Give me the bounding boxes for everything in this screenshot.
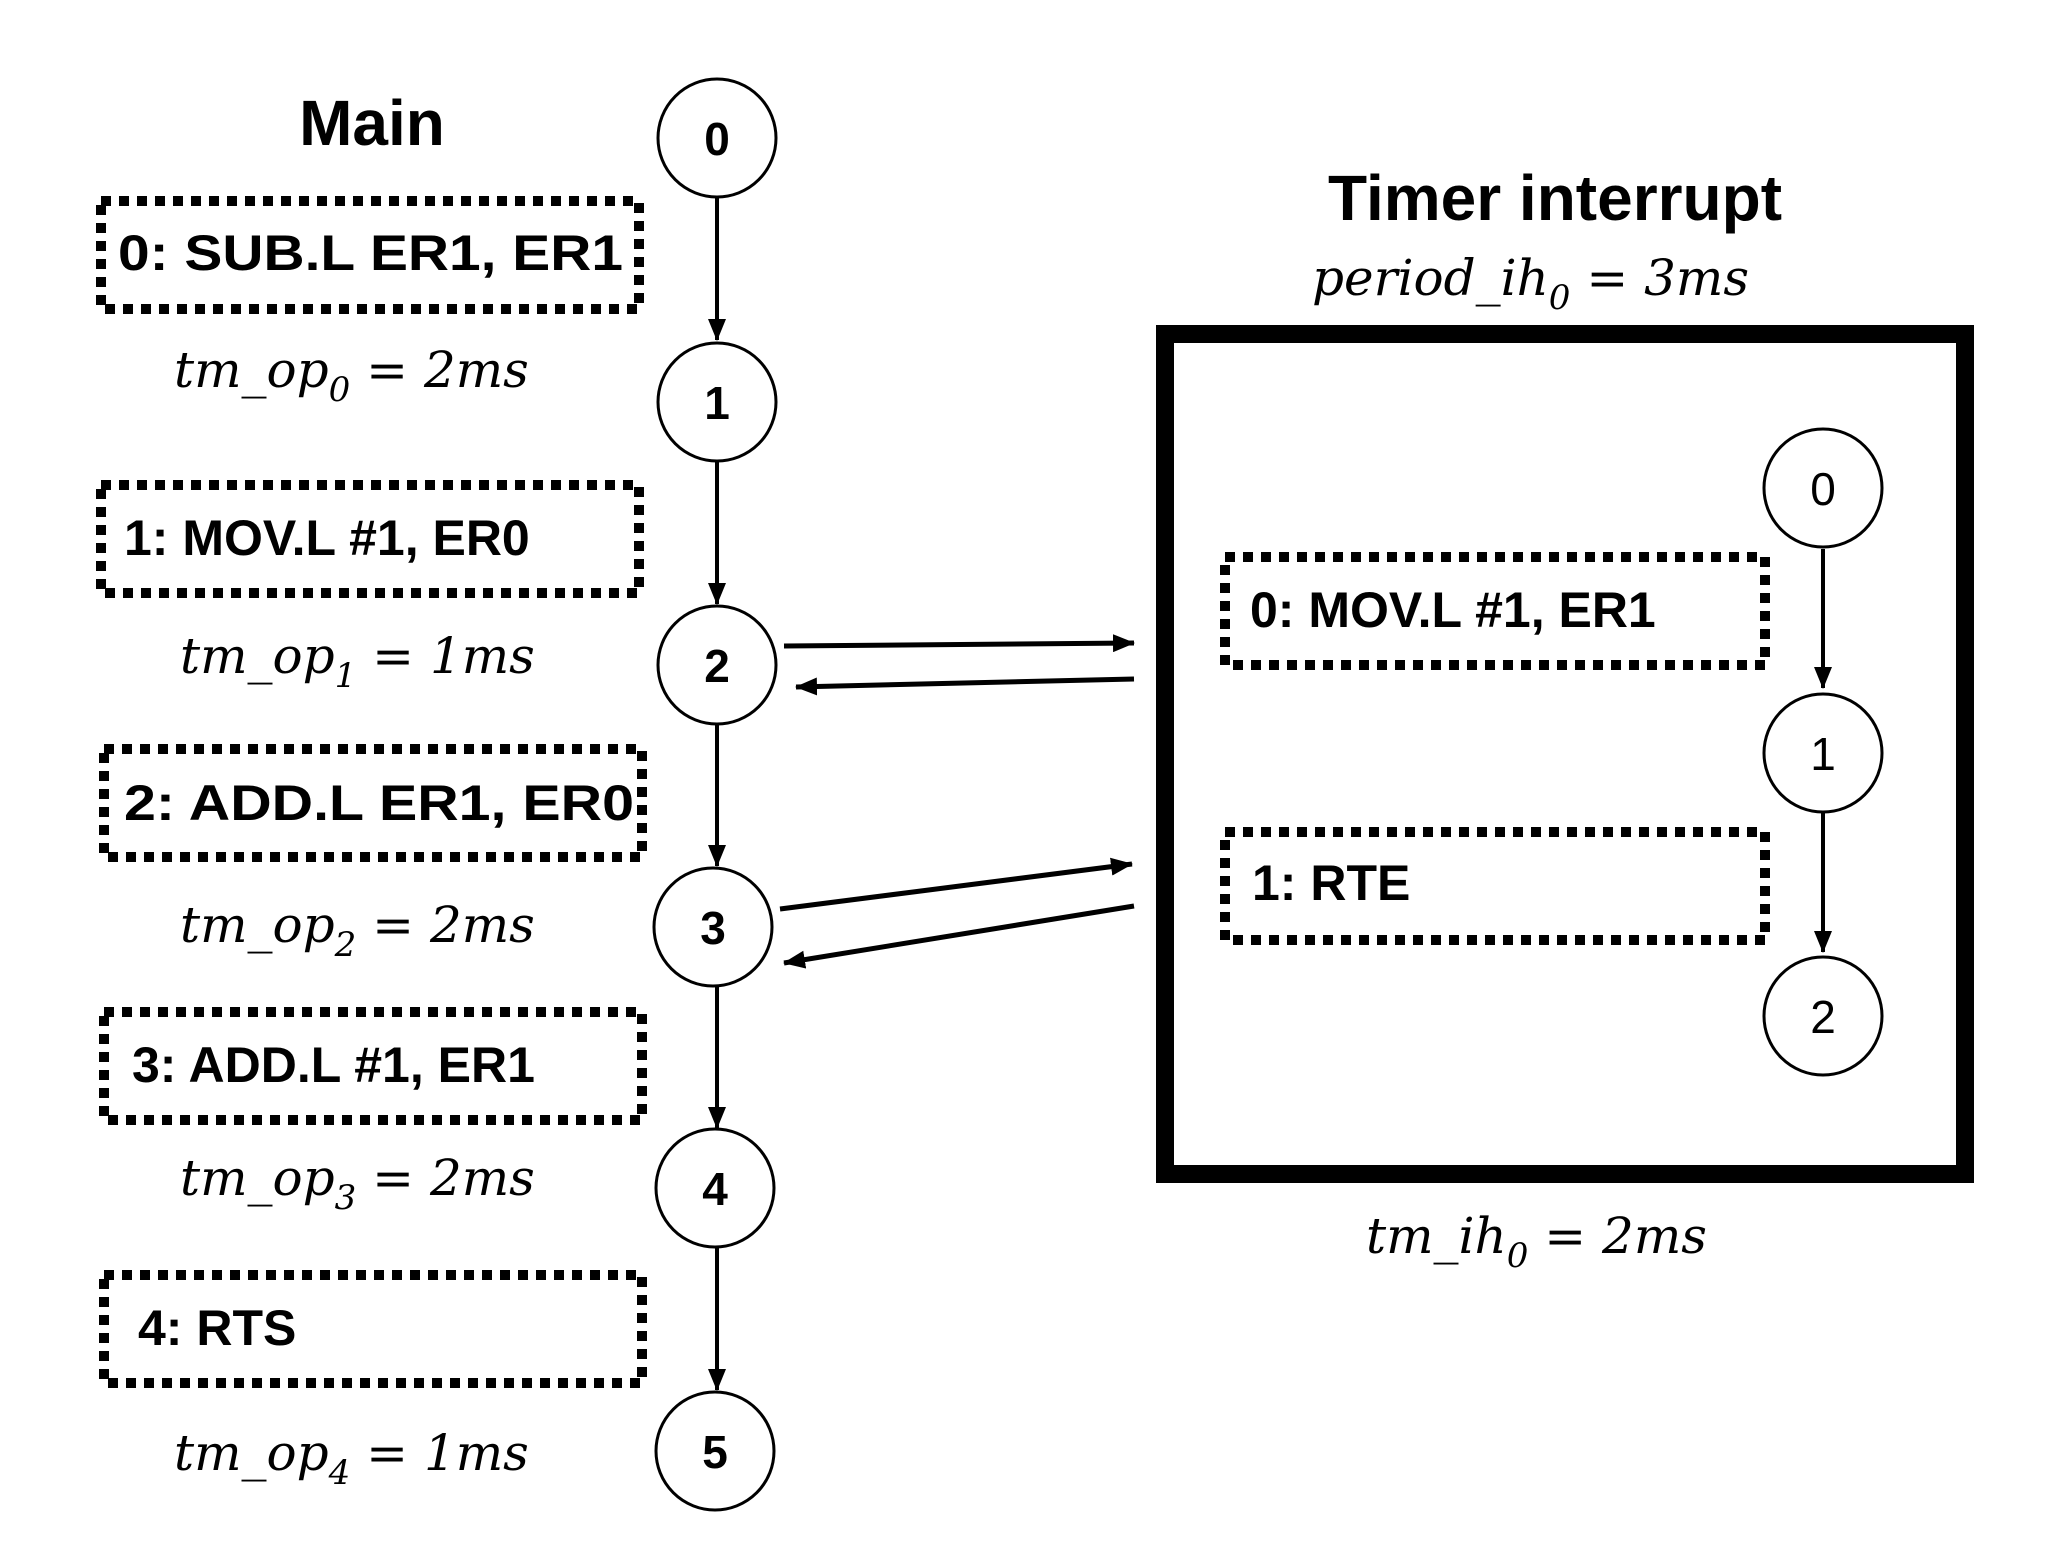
interrupt-title: Timer interrupt [1328, 162, 1782, 234]
interrupt-instruction-1-text: 1: RTE [1252, 855, 1410, 911]
main-node-4: 4 [654, 1127, 776, 1249]
interrupt-instruction-0: 0: MOV.L #1, ER1 [1220, 552, 1770, 670]
main-instruction-1-text: 1: MOV.L #1, ER0 [124, 510, 530, 566]
interrupt-duration: tm_ih0 = 2ms [1366, 1207, 1707, 1276]
main-instruction-2-text: 2: ADD.L ER1, ER0 [124, 775, 634, 831]
interrupt-node-1: 1 [1762, 692, 1884, 814]
main-node-3-label: 3 [700, 902, 726, 954]
main-instruction-0: 0: SUB.L ER1, ER1 [96, 196, 644, 314]
interrupt-node-0-label: 0 [1810, 463, 1836, 515]
main-node-4-label: 4 [702, 1163, 728, 1215]
interrupt-node-2: 2 [1762, 955, 1884, 1077]
main-node-1: 1 [656, 341, 778, 463]
main-timing-1: tm_op1 = 1ms [180, 627, 535, 696]
interrupt-node-2-label: 2 [1810, 991, 1836, 1043]
return-arrow-at-node-3 [783, 903, 1135, 969]
main-timing-2: tm_op2 = 2ms [180, 896, 535, 965]
interrupt-node-1-label: 1 [1810, 728, 1836, 780]
main-timing-4: tm_op4 = 1ms [174, 1424, 529, 1493]
interrupt-period: period_ih0 = 3ms [1312, 249, 1749, 318]
main-node-1-label: 1 [704, 377, 730, 429]
main-instruction-3: 3: ADD.L #1, ER1 [99, 1007, 647, 1125]
call-arrow-at-node-2 [783, 634, 1135, 653]
main-instruction-1: 1: MOV.L #1, ER0 [96, 480, 644, 598]
main-node-5-label: 5 [702, 1426, 728, 1478]
main-timing-0: tm_op0 = 2ms [174, 341, 529, 410]
main-node-2-label: 2 [704, 640, 730, 692]
main-title: Main [299, 87, 445, 159]
main-instruction-4-text: 4: RTS [138, 1300, 296, 1356]
main-node-0: 0 [656, 77, 778, 199]
main-node-3: 3 [652, 866, 774, 988]
main-node-2: 2 [656, 604, 778, 726]
interrupt-instruction-1: 1: RTE [1220, 827, 1770, 945]
main-instruction-3-text: 3: ADD.L #1, ER1 [132, 1037, 535, 1093]
interrupt-call-arrows [779, 634, 1135, 969]
main-instruction-0-text: 0: SUB.L ER1, ER1 [118, 225, 623, 281]
interrupt-handler-frame [1156, 325, 1974, 1183]
main-node-0-label: 0 [704, 113, 730, 165]
main-timing-3: tm_op3 = 2ms [180, 1149, 535, 1218]
main-instruction-4: 4: RTS [99, 1270, 647, 1388]
call-arrow-at-node-3 [779, 857, 1133, 912]
main-instruction-2: 2: ADD.L ER1, ER0 [99, 744, 647, 862]
return-arrow-at-node-2 [795, 676, 1135, 696]
interrupt-node-0: 0 [1762, 427, 1884, 549]
interrupt-instruction-0-text: 0: MOV.L #1, ER1 [1250, 582, 1656, 638]
main-node-5: 5 [654, 1390, 776, 1512]
